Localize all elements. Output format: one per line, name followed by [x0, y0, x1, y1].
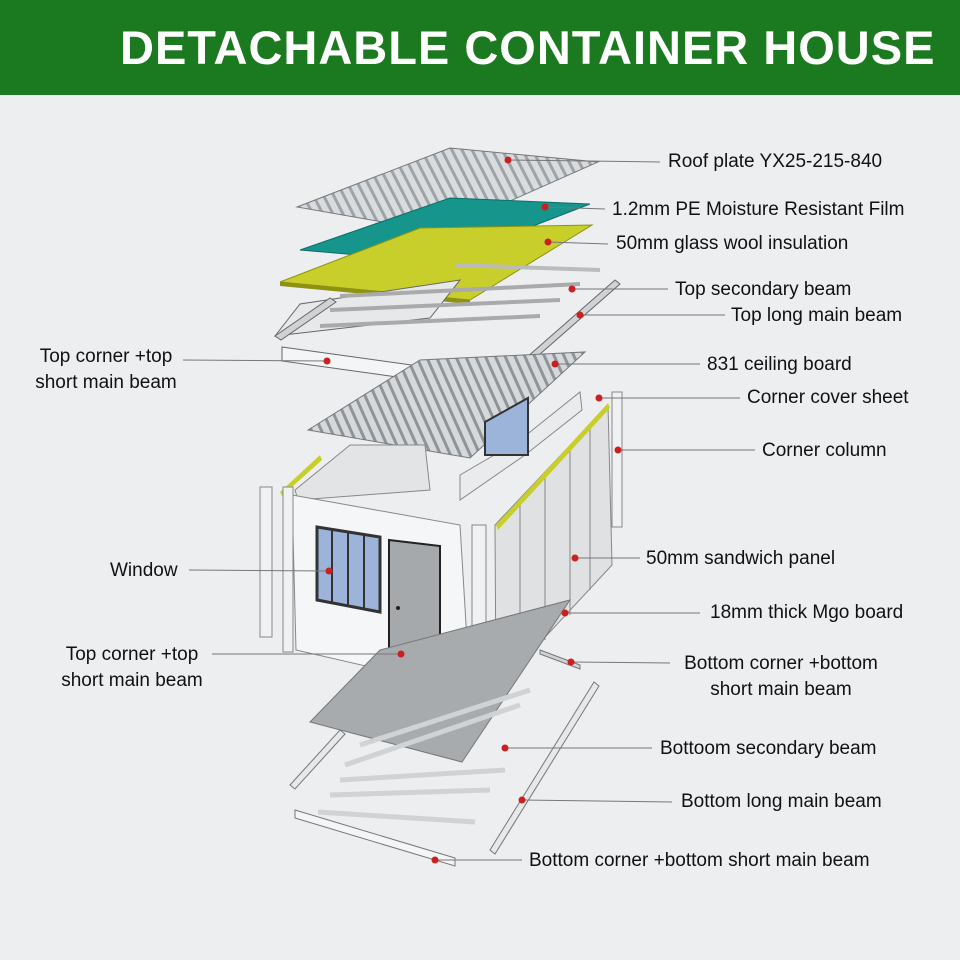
window [315, 396, 529, 614]
label-corner-column: Corner column [762, 440, 887, 461]
label-top-corner-left: Top corner +top short main beam [35, 346, 177, 393]
leader-dots [323, 156, 622, 864]
label-bottom-long-main-beam: Bottom long main beam [681, 791, 882, 812]
title-banner: DETACHABLE CONTAINER HOUSE [0, 0, 960, 95]
label-bottom-secondary-beam: Bottoom secondary beam [660, 738, 877, 759]
label-top-corner-lower: Top corner +top short main beam [61, 644, 203, 691]
label-sandwich-panel: 50mm sandwich panel [646, 548, 836, 569]
label-top-secondary-beam: Top secondary beam [675, 279, 852, 300]
label-mgo-board: 18mm thick Mgo board [710, 602, 904, 623]
mgo-board [309, 599, 572, 763]
top-frame [273, 263, 621, 387]
label-top-long-main-beam: Top long main beam [731, 305, 903, 326]
label-window: Window [110, 560, 178, 581]
label-pe-film: 1.2mm PE Moisture Resistant Film [612, 199, 905, 220]
label-glass-wool: 50mm glass wool insulation [616, 233, 849, 254]
label-corner-cover-sheet: Corner cover sheet [747, 387, 909, 408]
label-ceiling-board: 831 ceiling board [707, 354, 852, 375]
bottom-frame [289, 649, 600, 867]
leader-lines [182, 159, 755, 861]
label-roof-plate: Roof plate YX25-215-840 [668, 151, 883, 172]
label-bottom-corner-bottom: Bottom corner +bottom short main beam [529, 850, 870, 871]
page-title: DETACHABLE CONTAINER HOUSE [120, 21, 936, 74]
exploded-diagram [182, 147, 755, 867]
label-bottom-corner-right: Bottom corner +bottom short main beam [684, 653, 878, 700]
